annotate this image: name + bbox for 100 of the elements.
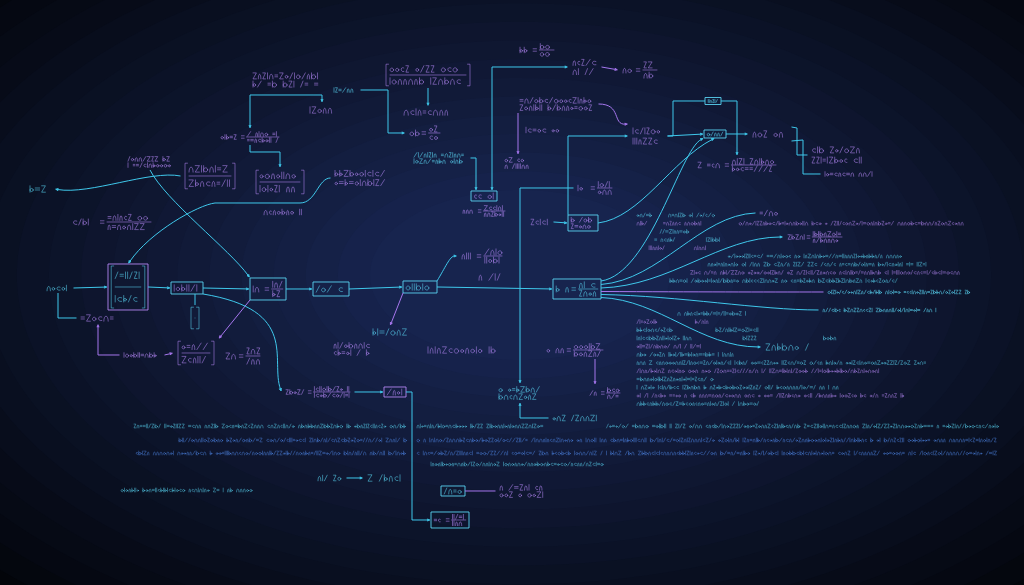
formula	[765, 343, 809, 351]
formula	[824, 171, 873, 177]
connector-line	[600, 212, 756, 285]
formula-box	[107, 263, 149, 311]
arrow	[518, 402, 549, 419]
formula	[220, 131, 280, 143]
formula	[177, 340, 215, 366]
arrow	[128, 177, 331, 264]
double-arrow	[248, 94, 324, 129]
formula	[811, 146, 862, 164]
arrow	[348, 285, 403, 290]
formula	[525, 126, 559, 134]
formula	[499, 484, 543, 498]
formula	[333, 342, 370, 356]
formula	[263, 208, 302, 216]
formula	[255, 169, 305, 195]
arrow	[354, 390, 384, 394]
formula	[127, 156, 171, 168]
arrow	[218, 299, 251, 339]
arrow	[249, 144, 282, 168]
arrow	[470, 157, 478, 191]
formula-box	[567, 214, 599, 232]
formula	[385, 63, 471, 87]
formula-box	[249, 277, 287, 301]
arrow	[601, 66, 618, 71]
arrow	[725, 132, 748, 136]
arrow	[96, 324, 120, 356]
formula	[334, 170, 385, 186]
formula-box	[383, 386, 407, 398]
formula	[504, 157, 529, 169]
formula	[478, 273, 501, 281]
arrow	[73, 285, 108, 289]
formula	[184, 162, 236, 190]
formula-box	[440, 485, 466, 497]
formula	[461, 248, 503, 264]
formula	[367, 474, 401, 482]
connector-line	[600, 291, 824, 293]
arrow	[567, 134, 628, 216]
formula	[530, 218, 548, 226]
formula-box	[704, 97, 722, 105]
arrow	[600, 138, 704, 282]
formula	[519, 97, 592, 111]
arrow	[667, 132, 704, 137]
formula	[498, 386, 540, 400]
arrow	[597, 138, 715, 224]
formula	[309, 106, 332, 114]
arrow	[720, 100, 739, 156]
arrow	[202, 293, 282, 392]
arrow	[360, 89, 405, 135]
code-line	[827, 289, 970, 295]
arrow	[389, 292, 404, 326]
arrow	[285, 287, 313, 291]
arrow	[426, 87, 430, 106]
connector-line	[194, 293, 196, 306]
arrow	[553, 221, 568, 225]
arrow	[149, 169, 250, 278]
arrow	[518, 187, 574, 384]
formula	[572, 59, 597, 75]
formula	[225, 347, 261, 365]
formula	[403, 108, 448, 116]
formula	[546, 343, 604, 357]
formula	[622, 61, 658, 79]
formula	[577, 181, 613, 195]
formula	[589, 387, 621, 399]
formula	[285, 386, 351, 398]
formula	[697, 158, 777, 172]
formula	[519, 43, 555, 57]
formula-box	[470, 190, 498, 202]
double-arrow	[490, 65, 568, 191]
formula-box	[312, 281, 350, 297]
formula	[427, 346, 496, 354]
formula	[372, 328, 407, 336]
connector-line	[791, 139, 821, 175]
formula	[80, 314, 114, 322]
formula-box	[703, 129, 727, 139]
arrow	[164, 352, 173, 356]
connector-line	[464, 490, 496, 492]
formula-box	[552, 278, 602, 300]
formula	[252, 72, 319, 88]
arrow	[516, 112, 520, 155]
formula	[73, 214, 152, 230]
formula	[413, 152, 464, 164]
connector-line	[791, 126, 808, 156]
formula-box	[430, 511, 470, 529]
formula	[552, 414, 597, 422]
arrow	[436, 254, 457, 282]
formula	[123, 352, 157, 358]
arrow	[202, 287, 250, 291]
formula-box	[402, 280, 438, 294]
formula	[190, 306, 200, 330]
arrow	[55, 174, 181, 192]
arrow	[598, 103, 628, 126]
connector-line	[667, 100, 706, 137]
formula	[333, 87, 354, 93]
code-line	[822, 307, 937, 313]
arrow	[436, 286, 553, 291]
formula	[317, 474, 342, 482]
arrow	[600, 297, 761, 349]
formula-box	[170, 281, 204, 295]
arrow	[600, 235, 783, 289]
